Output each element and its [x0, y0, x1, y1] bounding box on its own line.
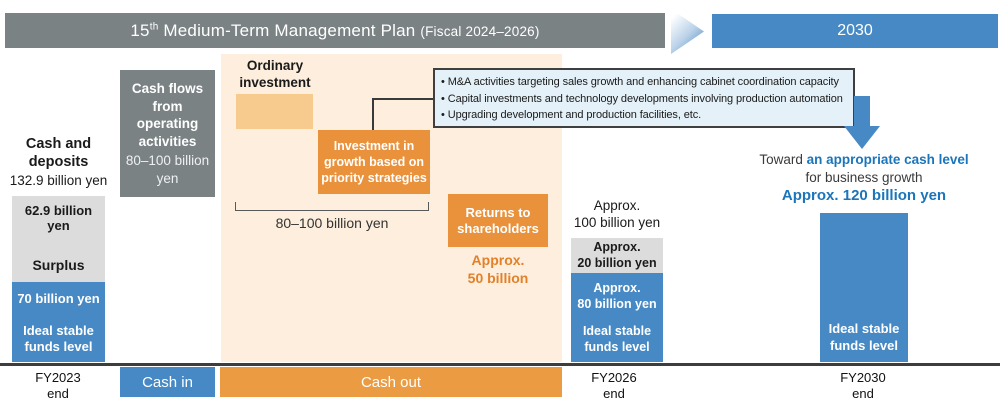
growth-investment-box: Investment in growth based on priority s… — [318, 130, 430, 194]
fy2023-surplus-label: Surplus — [32, 257, 85, 273]
fy2030-stable-funds-box: Ideal stable funds level — [820, 213, 908, 362]
fy2030-goal-text: Toward an appropriate cash level for bus… — [738, 151, 990, 205]
plan-number-superscript: th — [149, 20, 159, 32]
timeline-fy2023-year: FY2023 — [35, 370, 81, 385]
fy2026-surplus-line2: 20 billion yen — [577, 255, 657, 270]
fy2023-stable-funds-box: 70 billion yen Ideal stable funds level — [12, 282, 105, 362]
investment-range-amount: 80–100 billion yen — [275, 215, 389, 231]
transition-arrow-icon — [671, 9, 704, 54]
fy2023-stable-label: Ideal stable funds level — [23, 323, 94, 354]
plan-title: 15th Medium-Term Management Plan(Fiscal … — [130, 20, 540, 40]
plan-fiscal-range: (Fiscal 2024–2026) — [420, 23, 540, 39]
callout-bullet: Upgrading development and production fac… — [441, 107, 847, 124]
fy2030-goal-amount: Approx. 120 billion yen — [781, 187, 947, 204]
cash-and-deposits-total: 132.9 billion yen — [9, 173, 108, 188]
fy2026-stable-line1: Approx. — [593, 281, 641, 295]
operating-cash-flows-amount: 80–100 billion yen — [125, 153, 210, 186]
fy2026-surplus-box: Approx. 20 billion yen — [571, 238, 663, 273]
fy2030-stable-label: Ideal stable funds level — [828, 321, 900, 353]
cash-out-label: Cash out — [360, 373, 422, 391]
growth-investment-label: Investment in growth based on priority s… — [321, 139, 427, 185]
timeline-fy2030-label: FY2030 end — [823, 370, 903, 401]
ordinary-investment-label: Ordinary investment — [239, 58, 311, 90]
fy2026-total-line2: 100 billion yen — [573, 215, 661, 230]
fy2026-stable-amount: Approx. 80 billion yen — [577, 281, 656, 312]
appropriate-cash-level-highlight: an appropriate cash level — [806, 152, 969, 167]
cash-in-bar: Cash in — [120, 367, 215, 397]
fy2030-goal-line2: for business growth — [805, 170, 923, 185]
cash-out-bar: Cash out — [220, 367, 562, 397]
callout-bullet: Capital investments and technology devel… — [441, 91, 847, 108]
fy2030-goal-line1: Toward an appropriate cash level — [759, 152, 969, 167]
year-2030-bar: 2030 — [712, 14, 998, 48]
operating-cash-flows-box: Cash flows from operating activities 80–… — [120, 70, 215, 197]
timeline-fy2023-end: end — [47, 385, 69, 401]
timeline-fy2030-end: end — [852, 385, 874, 401]
fy2023-surplus-amount: 62.9 billion yen — [24, 203, 93, 233]
fy2026-total-label: Approx. 100 billion yen — [564, 197, 670, 231]
returns-to-shareholders-box: Returns to shareholders — [448, 194, 548, 247]
cash-in-label: Cash in — [142, 373, 193, 391]
plan-header-bar: 15th Medium-Term Management Plan(Fiscal … — [5, 13, 665, 48]
year-2030-label: 2030 — [837, 22, 873, 39]
fy2023-stable-amount: 70 billion yen — [17, 291, 100, 306]
ordinary-investment-box — [236, 94, 313, 129]
timeline-fy2026-label: FY2026 end — [574, 370, 654, 401]
operating-cash-flows-label: Cash flows from operating activities — [131, 81, 204, 149]
callout-bullet: M&A activities targeting sales growth an… — [441, 74, 847, 91]
cash-and-deposits-title: Cash and deposits — [25, 136, 92, 170]
fy2026-stable-label: Ideal stable funds level — [582, 324, 652, 354]
callout-connector-horizontal — [372, 98, 434, 100]
timeline-fy2023-label: FY2023 end — [18, 370, 98, 401]
priority-strategies-callout: M&A activities targeting sales growth an… — [433, 68, 855, 128]
timeline-fy2030-year: FY2030 — [840, 370, 886, 385]
timeline-fy2026-end: end — [603, 385, 625, 401]
callout-connector-vertical — [372, 98, 374, 132]
fy2026-surplus-line1: Approx. — [593, 240, 641, 254]
returns-to-shareholders-label: Returns to shareholders — [457, 204, 539, 236]
timeline-fy2026-year: FY2026 — [591, 370, 637, 385]
fy2026-total-line1: Approx. — [593, 198, 641, 213]
investment-range-bracket — [235, 202, 429, 211]
returns-amount: Approx. 50 billion — [448, 251, 548, 287]
down-arrow-icon — [844, 96, 880, 149]
fy2023-surplus-box: 62.9 billion yen Surplus — [12, 196, 105, 282]
timeline-axis — [0, 363, 1000, 366]
returns-amount-line1: Approx. — [471, 252, 525, 268]
returns-amount-line2: 50 billion — [467, 270, 529, 286]
fy2026-stable-funds-box: Approx. 80 billion yen Ideal stable fund… — [571, 273, 663, 362]
fy2026-stable-line2: 80 billion yen — [577, 296, 657, 311]
